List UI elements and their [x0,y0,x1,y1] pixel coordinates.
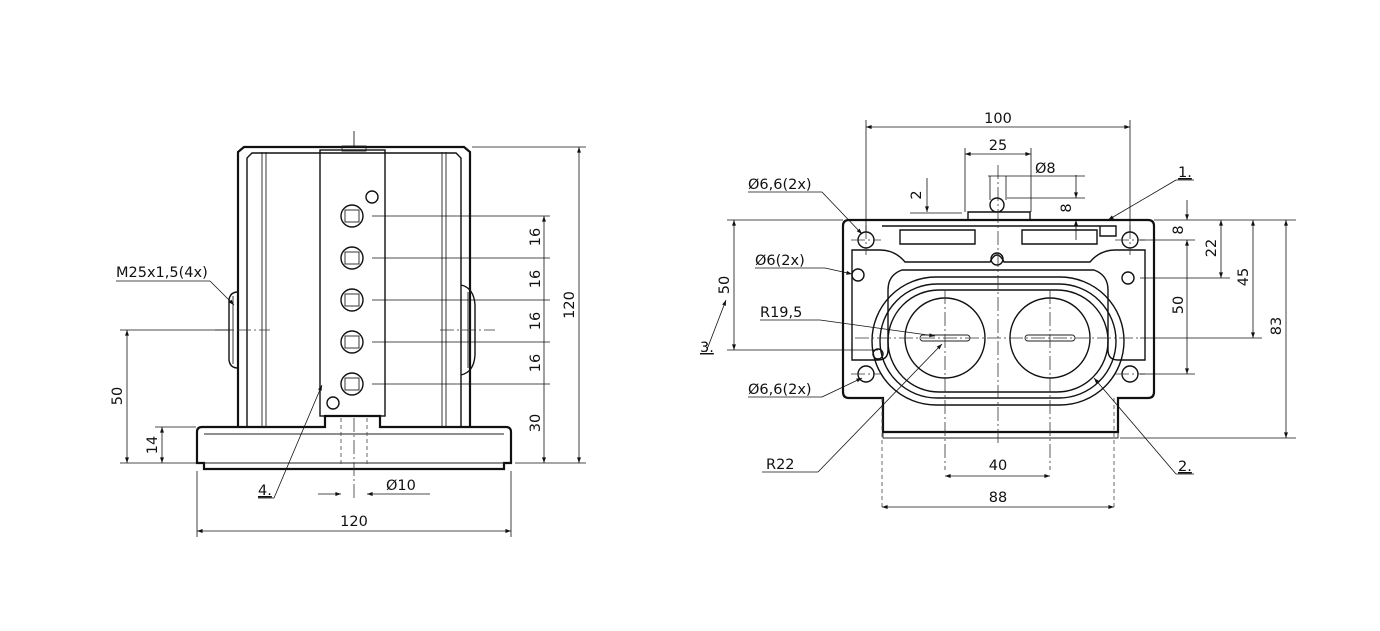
dim-width-40: 40 [989,458,1007,474]
dim-width-88: 88 [989,490,1007,506]
dim-height-30: 30 [528,414,544,432]
dim-width-120: 120 [340,514,368,530]
dim-height-50-left: 50 [110,387,126,405]
dim-22: 22 [1204,239,1220,257]
switch-panel [319,149,386,417]
dim-pitch-3: 16 [528,312,544,330]
dim-dia-6: Ø6(2x) [755,253,805,269]
inner-chamber [851,249,1146,361]
dim-pitch-2: 16 [528,270,544,288]
callout-3: 3. [700,340,714,356]
small-hole-right [1121,271,1135,285]
base-plate [195,414,513,471]
dim-dia-66-bottom: Ø6,6(2x) [748,382,812,398]
callout-4: 4. [258,483,272,499]
dim-pitch-4: 16 [528,354,544,372]
dim-radius-22: R22 [766,457,795,473]
dim-width-25: 25 [989,138,1007,154]
dim-pitch-1: 16 [528,228,544,246]
dim-50-right: 50 [1171,296,1187,314]
dim-dia-8: Ø8 [1035,161,1056,177]
dim-83: 83 [1269,317,1285,335]
dim-2: 2 [909,190,925,199]
dim-45: 45 [1236,268,1252,286]
dim-height-14: 14 [145,436,161,454]
flange-outline [841,218,1156,434]
dim-radius-195: R19,5 [760,305,802,321]
dim-8-top: 8 [1059,203,1075,212]
right-view: 100 25 Ø8 2 8 Ø6,6(2x) Ø6(2x) 50 [700,111,1296,510]
dim-height-120: 120 [562,291,578,319]
thread-callout: M25x1,5(4x) [116,265,208,281]
dim-width-100: 100 [984,111,1012,127]
dim-dia-66-top: Ø6,6(2x) [748,177,812,193]
dim-dia-10: Ø10 [386,478,416,494]
dim-height-50-left-view2: 50 [717,276,733,294]
callout-1: 1. [1178,165,1192,181]
callout-2: 2. [1178,459,1192,475]
left-view: 120 120 16 16 16 16 30 50 14 M25x1,5(4x) [110,131,586,537]
dim-8-right: 8 [1171,225,1187,234]
small-hole-left [851,268,865,282]
housing-body [236,145,472,427]
switch-stack [340,204,364,396]
